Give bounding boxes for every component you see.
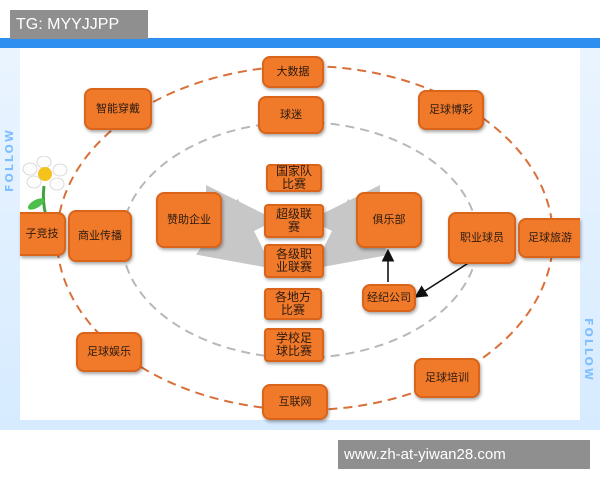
node-commercial-broadcast: 商业传播 [68,210,132,262]
frame-bottom-strip [0,420,600,430]
node-agency: 经纪公司 [362,284,416,312]
node-entertainment: 足球娱乐 [76,332,142,372]
node-super-league: 超级联赛 [264,204,324,238]
arrow-player-to-agency [414,261,471,298]
node-club: 俱乐部 [356,192,422,248]
node-sponsor: 赞助企业 [156,192,222,248]
node-football-travel: 足球旅游 [518,218,580,258]
node-national-team: 国家队比赛 [266,164,322,192]
node-football-lottery: 足球博彩 [418,90,484,130]
node-smart-wear: 智能穿戴 [84,88,152,130]
arrow-club-to-pro [313,198,391,269]
node-pro-player: 职业球员 [448,212,516,264]
node-fans: 球迷 [258,96,324,134]
node-esports: 子竞技 [20,212,66,256]
arrow-sponsor-to-pro [195,198,273,269]
frame-left-strip [0,48,20,430]
node-school: 学校足球比赛 [264,328,324,362]
watermark-tag: TG: MYYJJPP [10,10,148,39]
url-tag: www.zh-at-yiwan28.com [338,440,590,469]
side-label-right: FOLLOW [582,318,595,382]
node-training: 足球培训 [414,358,480,398]
node-internet: 互联网 [262,384,328,420]
node-regional: 各地方比赛 [264,288,322,320]
node-pro-league: 各级职业联赛 [264,244,324,278]
node-big-data: 大数据 [262,56,324,88]
flower-icon [22,156,68,217]
frame-right-strip [580,48,600,430]
